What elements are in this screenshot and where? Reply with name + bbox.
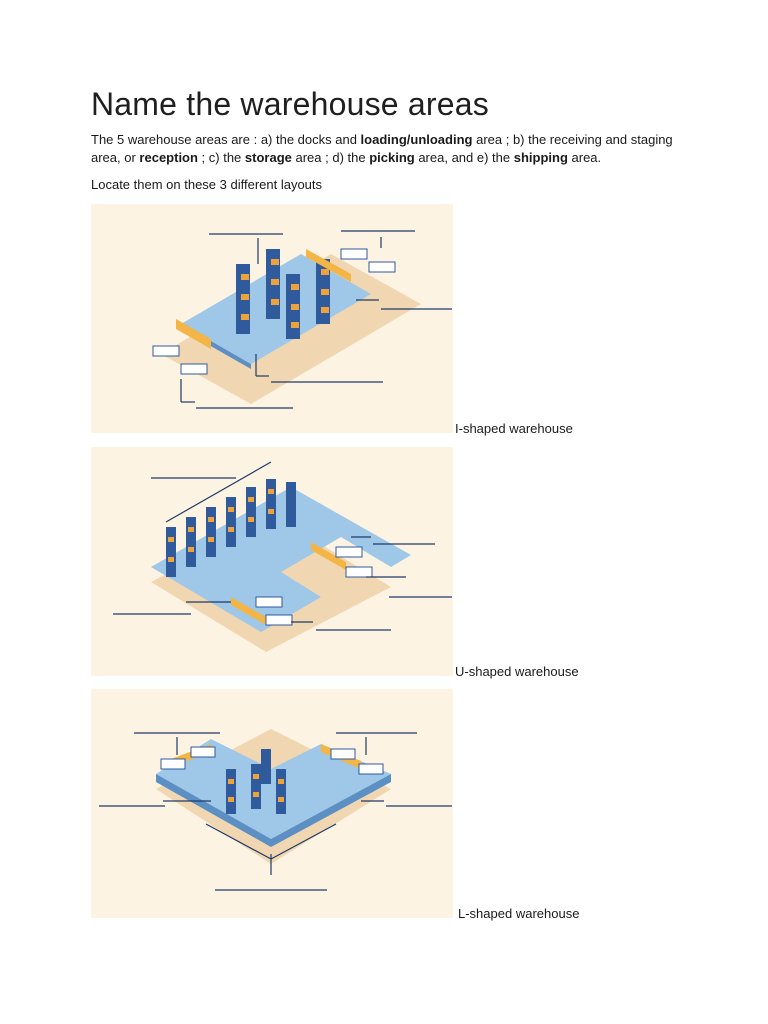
l-shaped-warehouse-illustration	[91, 689, 453, 918]
instruction-text: Locate them on these 3 different layouts	[91, 177, 323, 192]
i-shaped-caption: I-shaped warehouse	[455, 421, 573, 436]
intro-paragraph: The 5 warehouse areas are : a) the docks…	[91, 132, 673, 165]
l-shaped-caption: L-shaped warehouse	[458, 906, 580, 921]
page-title: Name the warehouse areas	[91, 86, 489, 122]
u-shaped-caption: U-shaped warehouse	[455, 664, 579, 679]
u-shaped-warehouse-illustration	[91, 447, 453, 676]
i-shaped-warehouse-illustration	[91, 204, 453, 433]
